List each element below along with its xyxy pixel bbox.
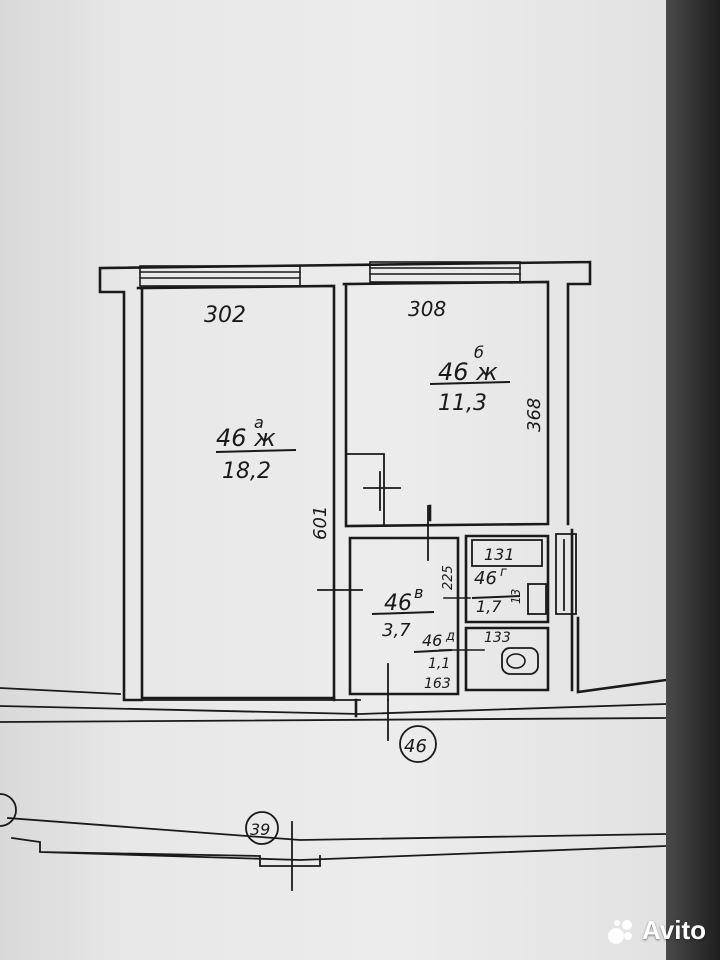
bath-width: 131 <box>484 545 515 564</box>
wc-letter: д <box>445 629 455 644</box>
exterior-wall-top <box>98 260 592 702</box>
wc-outline <box>464 626 550 692</box>
room-a-width: 302 <box>204 303 246 328</box>
bathtub <box>471 539 543 567</box>
wc-width: 133 <box>484 630 511 646</box>
window-left <box>139 265 301 287</box>
room-a-depth: 601 <box>310 506 331 540</box>
hall-code: 46 <box>384 591 412 616</box>
door-room-b <box>345 453 401 525</box>
hall-dim: 225 <box>441 565 456 590</box>
axis-marker-46 <box>399 725 437 763</box>
room-b-depth: 368 <box>524 398 545 432</box>
bath-area: 1,7 <box>476 597 502 616</box>
sink <box>527 583 547 615</box>
axis-label-46: 46 <box>404 736 427 757</box>
wc-code: 46 <box>422 631 442 650</box>
floor-plan: 302 46 ж а 18,2 601 308 46 ж б 11,3 368 … <box>0 260 666 891</box>
bath-outline <box>464 534 550 624</box>
hall-area: 3,7 <box>382 620 411 641</box>
avito-logo-icon <box>606 916 636 946</box>
axis-marker-39 <box>245 811 279 845</box>
hall-letter: в <box>414 583 423 602</box>
ventilation-shaft <box>555 533 577 615</box>
room-b-width: 308 <box>408 297 446 321</box>
page-edge-shadow <box>666 0 720 960</box>
room-b-code: 46 ж <box>438 358 498 386</box>
room-b-letter: б <box>474 343 484 362</box>
hall-outline <box>348 536 460 696</box>
avito-wordmark: Avito <box>641 915 706 945</box>
room-b-area: 11,3 <box>438 391 487 416</box>
bath-code: 46 <box>474 568 497 589</box>
wc-area: 1,1 <box>428 656 450 672</box>
avito-watermark: Avito <box>606 915 706 946</box>
bath-dim: 13 <box>509 589 523 604</box>
toilet <box>501 647 539 675</box>
bath-letter: г <box>500 565 507 580</box>
window-right <box>369 261 521 283</box>
wc-dim: 163 <box>424 676 451 692</box>
axis-marker-partial <box>0 793 17 827</box>
room-a-outline <box>140 288 336 700</box>
room-a-letter: а <box>254 413 264 432</box>
right-wall <box>570 528 666 694</box>
lower-wall <box>7 817 666 867</box>
exterior-wall-bottom <box>0 687 666 723</box>
room-a-code: 46 ж <box>216 424 276 452</box>
room-a-area: 18,2 <box>222 459 271 484</box>
axis-label-39: 39 <box>250 820 270 839</box>
